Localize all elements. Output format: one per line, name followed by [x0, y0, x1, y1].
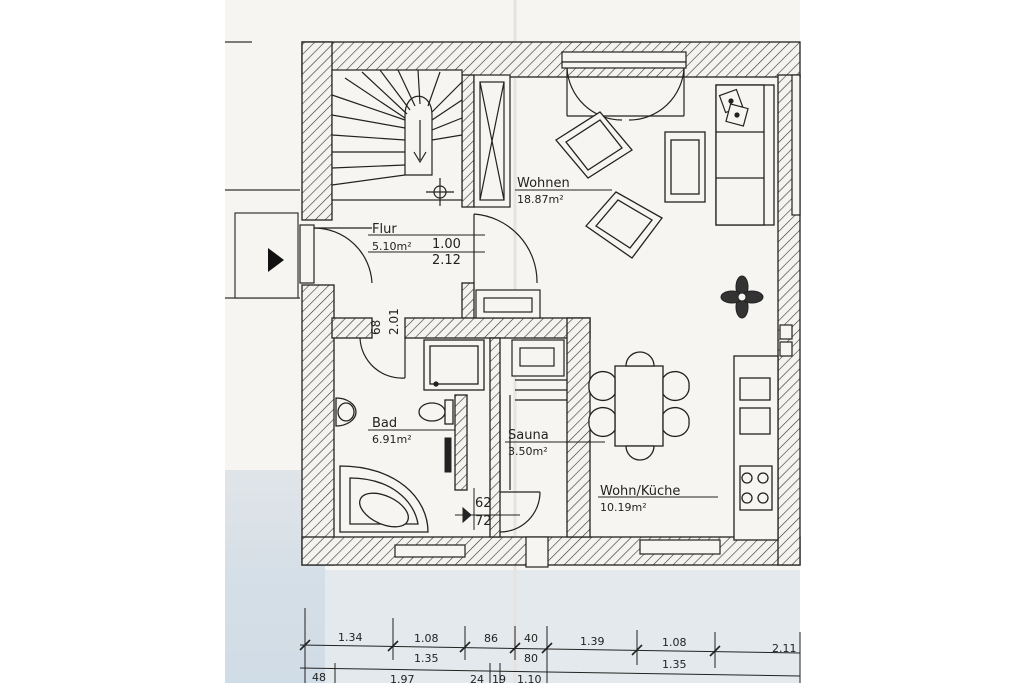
flur-dim-top: 1.00 [432, 237, 461, 252]
dim-row3-3: 19 [492, 673, 506, 683]
flur-dim-bottom: 2.12 [432, 253, 461, 268]
kitchen-counter [733, 355, 779, 541]
dim-row2-2: 1.35 [662, 658, 687, 671]
doors [313, 67, 685, 533]
dim-row1-1: 1.08 [414, 632, 439, 645]
ceiling-light-icon [426, 178, 454, 206]
dim-row1-5: 1.08 [662, 636, 687, 649]
dim-row2-0: 1.35 [414, 652, 439, 665]
dim-row1-6: 2.11 [772, 642, 797, 655]
toilet [418, 399, 454, 425]
dim-row3-2: 24 [470, 673, 484, 683]
corner-bathtub [339, 465, 429, 533]
label-leaders [368, 189, 718, 498]
staircase [331, 69, 463, 201]
wardrobe [473, 74, 511, 208]
room-name-wohnen: Wohnen [517, 176, 570, 191]
bad-door-width: 68 [369, 320, 383, 335]
dim-row3-0: 48 [312, 671, 326, 683]
paper-shadow-lower-2 [225, 570, 800, 683]
dim-row2-1: 80 [524, 652, 538, 665]
dim-row1-0: 1.34 [338, 631, 363, 644]
dimension-chain-lines [299, 608, 801, 683]
left-boundary-lines [225, 41, 300, 299]
washbasin [335, 397, 357, 427]
room-name-bad: Bad [372, 416, 397, 431]
dim-row1-4: 1.39 [580, 635, 605, 648]
shower-tray [423, 339, 485, 391]
entrance-arrow-icon [268, 248, 284, 272]
dimension-ticks [299, 639, 721, 657]
sauna-door-width: 62 [475, 496, 492, 511]
wall-markers [455, 488, 520, 530]
room-name-flur: Flur [372, 222, 397, 237]
armchair-2 [585, 191, 663, 259]
dining-set [588, 351, 690, 461]
sauna-benches [499, 339, 567, 568]
windows [299, 51, 721, 558]
room-area-bad: 6.91m² [372, 433, 412, 446]
dim-row1-3: 40 [524, 632, 538, 645]
room-area-flur: 5.10m² [372, 240, 412, 253]
room-area-sauna: 3.50m² [508, 445, 548, 458]
armchair-1 [555, 111, 633, 179]
towel-rail [444, 437, 452, 473]
bad-door-height: 2.01 [387, 308, 401, 335]
dim-row3-4: 1.10 [517, 673, 542, 683]
room-name-wohnkueche: Wohn/Küche [600, 484, 680, 499]
room-area-wohnen: 18.87m² [517, 193, 564, 206]
dim-row3-1: 1.97 [390, 673, 415, 683]
room-area-wohnkueche: 10.19m² [600, 501, 647, 514]
right-wall-fixtures [779, 74, 801, 357]
coffee-table [664, 131, 706, 203]
cushion-icon [718, 88, 749, 127]
room-name-sauna: Sauna [508, 428, 549, 443]
plant-icon [720, 275, 764, 319]
sauna-door-height: 72 [475, 514, 492, 529]
dim-row1-2: 86 [484, 632, 498, 645]
